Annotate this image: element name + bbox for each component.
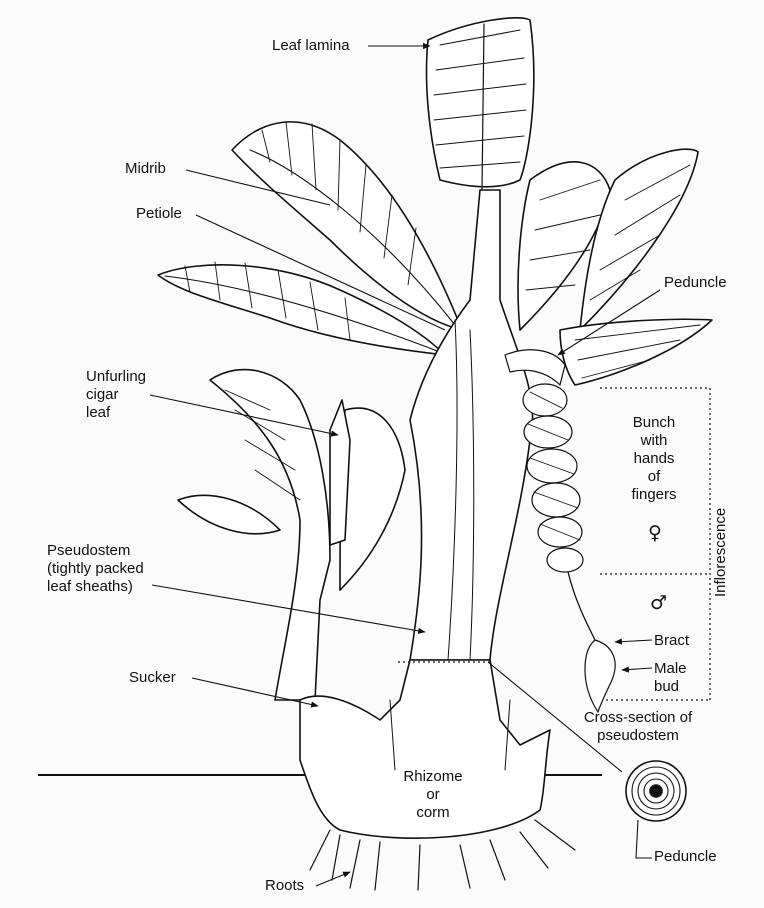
label-petiole: Petiole [136,205,182,223]
leader-bract [615,640,652,642]
label-cross-section: Cross-section of pseudostem [574,709,702,745]
cross-section-shape [626,761,686,821]
label-inflorescence: Inflorescence [712,505,730,600]
label-roots: Roots [265,877,304,895]
right-leaf-shape [518,149,712,385]
male-symbol-icon: ♂ [650,594,667,612]
sucker-plant-shape [178,370,405,700]
label-midrib: Midrib [125,160,166,178]
label-male-bud: Male bud [654,660,687,696]
label-rhizome-corm: Rhizome or corm [398,768,468,822]
label-bract: Bract [654,632,689,650]
label-pseudostem: Pseudostem (tightly packed leaf sheaths) [47,542,144,596]
female-symbol-icon: ♀ [648,524,662,542]
label-sucker: Sucker [129,669,176,687]
leader-male-bud [622,668,652,670]
label-peduncle-bottom: Peduncle [654,848,717,866]
label-unfurling-cigar-leaf: Unfurling cigar leaf [86,368,146,422]
label-peduncle-top: Peduncle [664,274,727,292]
leader-peduncle-bottom [636,820,652,858]
label-bunch-with-hands: Bunch with hands of fingers [624,414,684,504]
label-leaf-lamina: Leaf lamina [272,37,350,55]
leaf-lamina-shape [427,18,534,190]
